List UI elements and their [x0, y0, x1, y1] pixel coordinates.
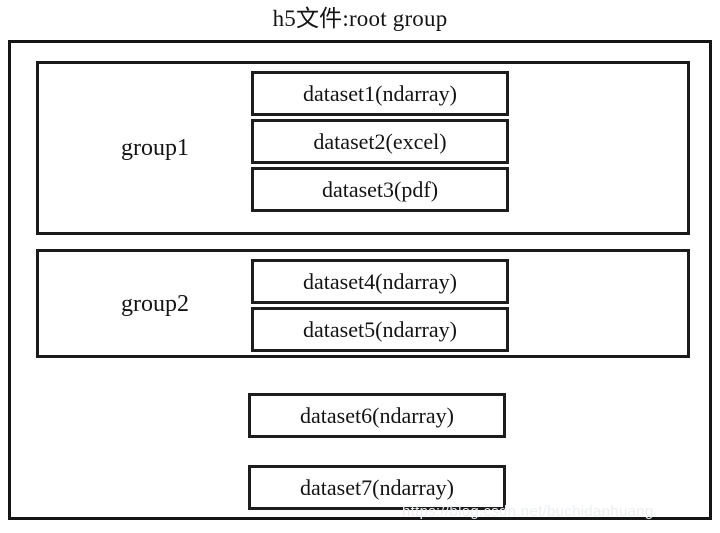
dataset-box-dataset3: dataset3(pdf): [251, 167, 509, 212]
dataset-box-dataset1: dataset1(ndarray): [251, 71, 509, 116]
dataset-box-dataset6: dataset6(ndarray): [248, 393, 506, 438]
root-group-box: group1 dataset1(ndarray) dataset2(excel)…: [8, 40, 712, 520]
dataset-box-dataset4: dataset4(ndarray): [251, 259, 509, 304]
group-label-group2: group2: [121, 290, 189, 317]
watermark-text: https://blog.csdn.net/buchidanhuang: [402, 503, 654, 520]
dataset-stack-group2: dataset4(ndarray) dataset5(ndarray): [251, 259, 509, 352]
dataset-box-dataset5: dataset5(ndarray): [251, 307, 509, 352]
group-box-group2: group2 dataset4(ndarray) dataset5(ndarra…: [36, 249, 690, 358]
dataset-box-dataset7: dataset7(ndarray): [248, 465, 506, 510]
diagram-title: h5文件:root group: [272, 6, 448, 31]
group-label-group1: group1: [121, 135, 189, 161]
dataset-box-dataset2: dataset2(excel): [251, 119, 509, 164]
dataset-stack-group1: dataset1(ndarray) dataset2(excel) datase…: [251, 71, 509, 212]
group-box-group1: group1 dataset1(ndarray) dataset2(excel)…: [36, 61, 690, 235]
